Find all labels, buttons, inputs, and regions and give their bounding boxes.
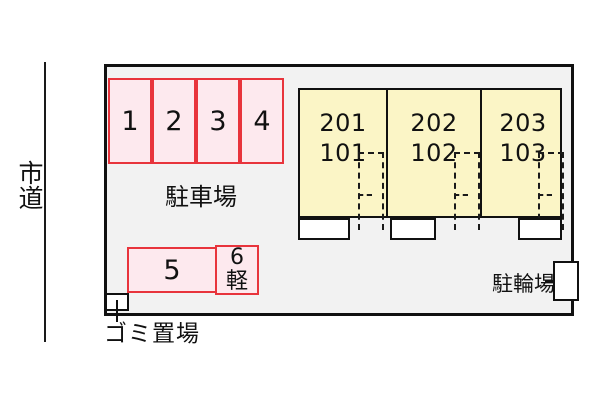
building-unit-203-103[interactable]: 203 103	[480, 90, 564, 230]
parking-stall-4[interactable]: 4	[240, 78, 284, 164]
parking-stall-5[interactable]: 5	[127, 247, 217, 293]
stairs-icon-unit-b	[454, 152, 480, 230]
parking-stall-1-number: 1	[121, 105, 139, 137]
city-road-line	[44, 62, 46, 342]
city-road-label: 市道	[15, 160, 44, 210]
unit-102-label: 102	[410, 139, 458, 167]
parking-stall-3-number: 3	[209, 105, 227, 137]
stairs-icon-unit-a	[358, 152, 384, 230]
parking-stall-4-number: 4	[253, 105, 271, 137]
parking-stall-6-kei[interactable]: 6 軽	[215, 245, 259, 295]
garbage-area-label: ゴミ置場	[104, 321, 200, 347]
stairs-icon-unit-c	[538, 152, 564, 230]
parking-stall-2-number: 2	[165, 105, 183, 137]
kei-car-mark: 軽	[225, 268, 248, 294]
parking-stall-6-number: 6	[230, 244, 244, 270]
bicycle-parking-label: 駐輪場	[492, 272, 555, 296]
building-unit-202-102[interactable]: 202 102	[386, 90, 480, 230]
parking-stall-3[interactable]: 3	[196, 78, 240, 164]
garbage-area-leader-line	[116, 300, 118, 322]
building-unit-201-101[interactable]: 201 101	[300, 90, 386, 230]
parking-stall-1[interactable]: 1	[108, 78, 152, 164]
bicycle-parking-leader-line	[545, 280, 557, 282]
parking-stall-5-number: 5	[163, 254, 181, 286]
entrance-alcove-1	[298, 218, 350, 240]
parking-stall-2[interactable]: 2	[152, 78, 196, 164]
apartment-building: 201 101 202 102 203 103	[298, 88, 564, 230]
unit-201-label: 201	[319, 109, 367, 137]
entrance-alcove-2	[390, 218, 436, 240]
unit-202-label: 202	[410, 109, 458, 137]
unit-203-label: 203	[499, 109, 547, 137]
bicycle-parking-area[interactable]	[553, 261, 579, 301]
entrance-alcove-3	[518, 218, 562, 240]
unit-b-labels: 202 102	[388, 108, 480, 168]
parking-lot-label: 駐車場	[165, 183, 237, 211]
